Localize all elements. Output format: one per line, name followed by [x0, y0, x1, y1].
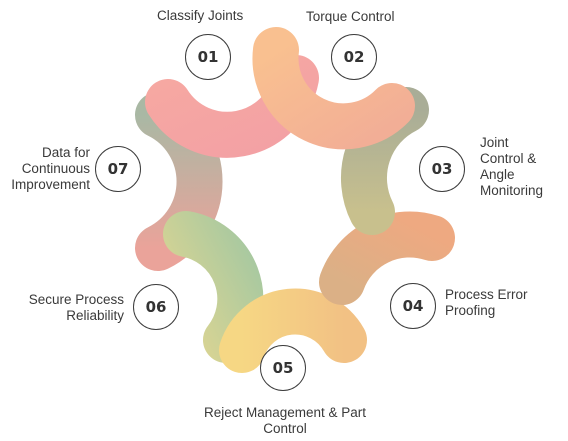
step-number: 02 — [343, 48, 365, 66]
step-badge-04: 04 — [390, 283, 436, 329]
step-label-06: Secure Process Reliability — [28, 292, 124, 323]
step-badge-07: 07 — [95, 146, 141, 192]
step-label-04: Process Error Proofing — [445, 287, 528, 318]
step-number: 03 — [431, 160, 453, 178]
arc-05 — [219, 288, 367, 373]
step-label-07: Data for Continuous Improvement — [11, 145, 90, 192]
step-label-02: Torque Control — [306, 9, 395, 24]
step-label-01: Classify Joints — [157, 8, 244, 23]
step-number: 05 — [272, 359, 294, 377]
step-badge-05: 05 — [260, 345, 306, 391]
arc-02 — [252, 27, 415, 150]
step-number: 06 — [145, 298, 167, 316]
step-number: 01 — [197, 48, 219, 66]
step-number: 04 — [402, 297, 424, 315]
step-badge-06: 06 — [133, 284, 179, 330]
arc-04 — [319, 211, 455, 305]
step-badge-01: 01 — [185, 34, 231, 80]
step-badge-03: 03 — [419, 146, 465, 192]
step-badge-02: 02 — [331, 34, 377, 80]
step-label-05: Reject Management & Part Control — [203, 405, 367, 436]
step-number: 07 — [107, 160, 129, 178]
step-label-03: Joint Control & Angle Monitoring — [480, 135, 544, 198]
